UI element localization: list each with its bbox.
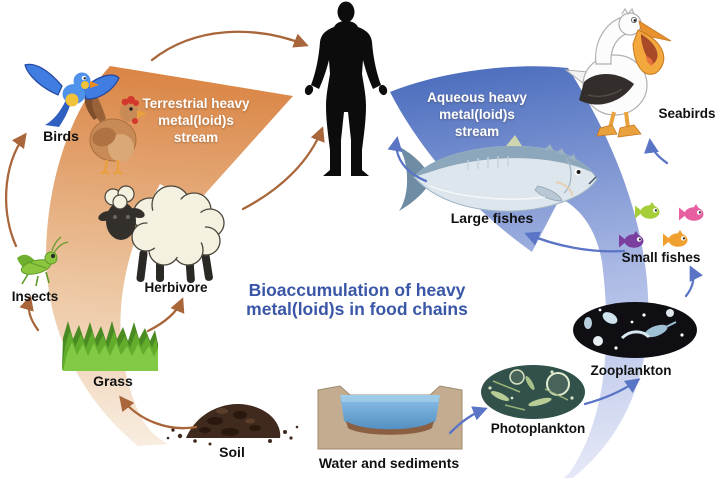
label-insects: Insects <box>11 289 59 304</box>
arrow-soil-to-grass <box>119 395 198 430</box>
label-grass: Grass <box>93 373 133 389</box>
small-fish-green <box>635 202 660 219</box>
small-fish-pink <box>679 204 704 221</box>
arrow-birds-to-human <box>150 30 309 62</box>
arrow-small-fishes-to-seabirds <box>644 138 669 165</box>
bluebird-icon <box>24 63 120 127</box>
arrow-large-fishes-to-human <box>387 136 428 183</box>
aqueous-stream-line2: metal(loid)s <box>439 107 515 122</box>
arrow-grass-to-insects <box>19 295 40 332</box>
aqueous-stream-line3: stream <box>454 124 500 139</box>
figure-title: Bioaccumulation of heavy metal(loid)s in… <box>246 281 468 319</box>
label-soil: Soil <box>219 444 245 460</box>
pelican-icon <box>564 7 672 138</box>
tuna-icon <box>398 135 598 212</box>
terrestrial-stream-line2: metal(loid)s <box>158 113 234 128</box>
figure-title-line2: metal(loid)s in food chains <box>246 299 468 319</box>
arrow-insects-to-birds <box>4 132 27 248</box>
terrestrial-stream-label: Terrestrial heavy metal(loid)s stream <box>142 95 249 146</box>
figure-title-line1: Bioaccumulation of heavy <box>248 280 466 300</box>
label-zooplankton: Zooplankton <box>590 363 672 378</box>
label-water-sediments: Water and sediments <box>318 455 460 471</box>
zooplankton-image <box>573 302 697 358</box>
water-sediments-icon <box>317 385 463 450</box>
aqueous-stream-line1: Aqueous heavy <box>427 90 527 105</box>
aqueous-stream-label: Aqueous heavy metal(loid)s stream <box>427 89 527 140</box>
arrow-water-to-photoplankton <box>448 406 488 435</box>
label-small-fishes: Small fishes <box>621 250 701 265</box>
grasshopper-icon <box>17 236 69 287</box>
arrow-photoplankton-to-zooplankton <box>583 378 641 406</box>
arrow-grass-to-herbivore <box>146 297 185 333</box>
label-herbivore: Herbivore <box>144 280 208 295</box>
sheep-icon <box>98 185 225 284</box>
grass-icon <box>62 321 158 371</box>
label-seabirds: Seabirds <box>658 106 716 121</box>
label-photoplankton: Photoplankton <box>490 421 586 436</box>
small-fish-orange <box>663 230 688 247</box>
arrow-small-fishes-to-large-fishes <box>524 231 626 253</box>
terrestrial-stream-line3: stream <box>173 130 219 145</box>
arrow-herbivore-to-human <box>241 126 325 211</box>
label-birds: Birds <box>43 128 79 144</box>
label-large-fishes: Large fishes <box>450 210 534 226</box>
hen-icon <box>84 88 147 175</box>
human-silhouette-icon <box>304 1 388 176</box>
soil-icon <box>166 404 299 446</box>
terrestrial-stream-line1: Terrestrial heavy <box>142 96 250 111</box>
photoplankton-image <box>481 365 585 419</box>
arrow-zooplankton-to-small-fishes <box>684 265 704 298</box>
